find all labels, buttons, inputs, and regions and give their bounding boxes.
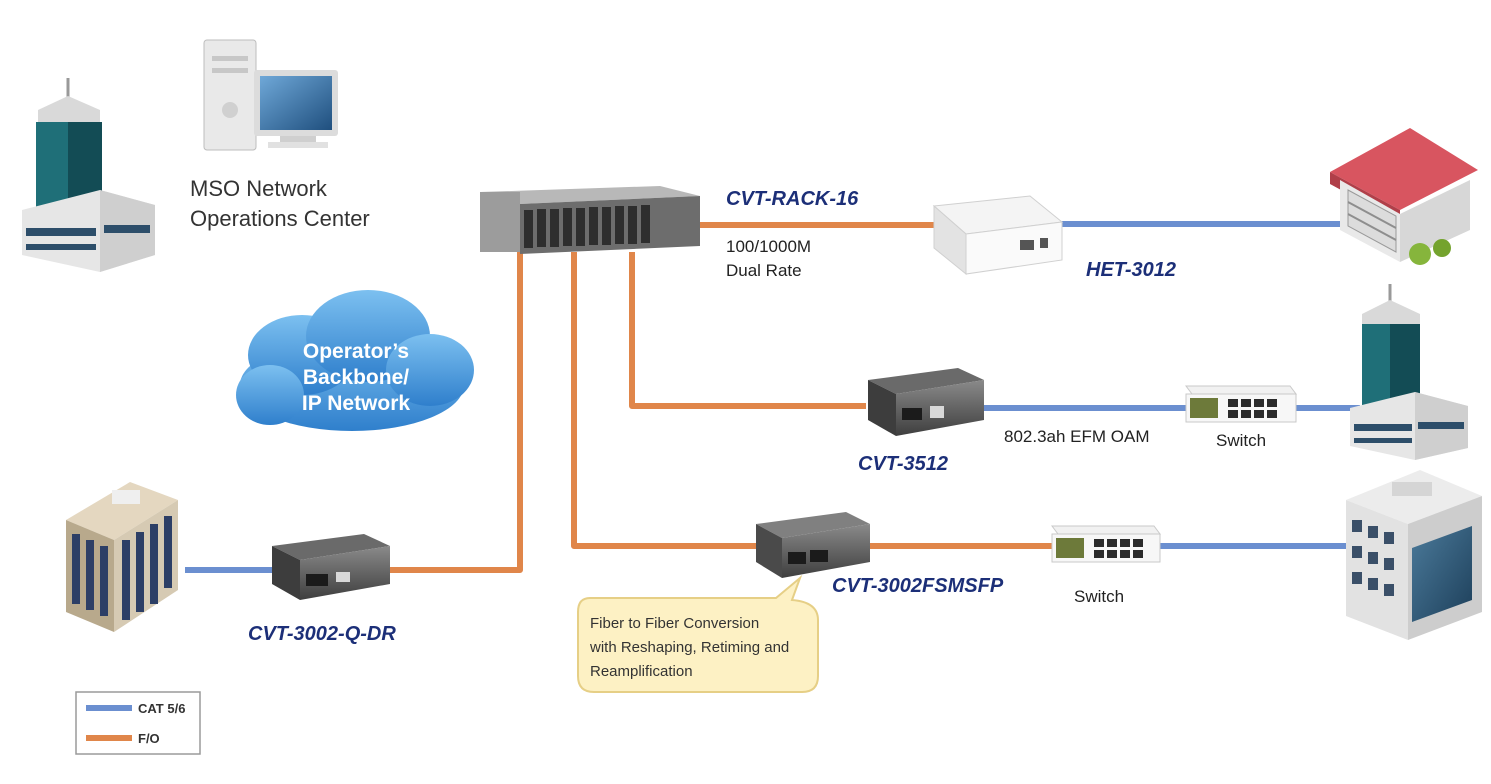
cvt-3002-q-dr-device-icon <box>272 534 390 600</box>
fiber-link-rack-cvt3002fsmsfp <box>571 252 756 549</box>
switch-b-icon <box>1051 525 1161 563</box>
switch-b-label: Switch <box>1074 587 1124 606</box>
noc-label-line2: Operations Center <box>190 206 370 231</box>
rack-note-line1: 100/1000M <box>726 237 811 256</box>
office-building-left-icon <box>66 482 178 632</box>
cvt3512-note: 802.3ah EFM OAM <box>1004 427 1150 446</box>
rack-model-label: CVT-RACK-16 <box>726 188 859 210</box>
cvt3002fsmsfp-model-label: CVT-3002FSMSFP <box>832 575 1004 597</box>
rack-note-line2: Dual Rate <box>726 261 802 280</box>
callout-line3: Reamplification <box>590 663 693 680</box>
cvt-3002fsmsfp-device-icon <box>756 512 870 578</box>
cloud-label-line1: Operator’s <box>303 340 409 363</box>
noc-label-line1: MSO Network <box>190 176 328 201</box>
copper-cables <box>185 221 1380 573</box>
noc-computer-icon <box>203 39 338 151</box>
cvt-3512-device-icon <box>868 368 984 436</box>
callout-line2: with Reshaping, Retiming and <box>589 639 789 656</box>
cvt3002qdr-model-label: CVT-3002-Q-DR <box>248 623 396 645</box>
callout-bubble <box>577 574 819 693</box>
backbone-cloud-icon <box>236 290 474 431</box>
cvt3512-model-label: CVT-3512 <box>858 453 948 475</box>
cloud-label-line3: IP Network <box>302 392 410 415</box>
fiber-link-rack-cvt3512 <box>629 252 866 409</box>
legend <box>75 691 201 755</box>
house-icon <box>1330 128 1478 265</box>
switch-a-icon <box>1185 385 1297 423</box>
office-tower-left-icon <box>22 78 155 272</box>
legend-label-fo: F/O <box>138 731 160 746</box>
fiber-link-rack-cvt3002qdr <box>375 252 523 573</box>
legend-label-cat: CAT 5/6 <box>138 701 185 716</box>
switch-a-label: Switch <box>1216 431 1266 450</box>
callout-line1: Fiber to Fiber Conversion <box>590 615 759 632</box>
het-model-label: HET-3012 <box>1086 259 1176 281</box>
fiber-cables <box>375 222 1052 573</box>
cloud-label-line2: Backbone/ <box>303 366 409 389</box>
het-3012-device-icon <box>932 195 1064 276</box>
office-building-right-icon <box>1346 470 1482 640</box>
rack-chassis-icon <box>480 186 700 254</box>
office-tower-right-icon <box>1350 284 1468 460</box>
